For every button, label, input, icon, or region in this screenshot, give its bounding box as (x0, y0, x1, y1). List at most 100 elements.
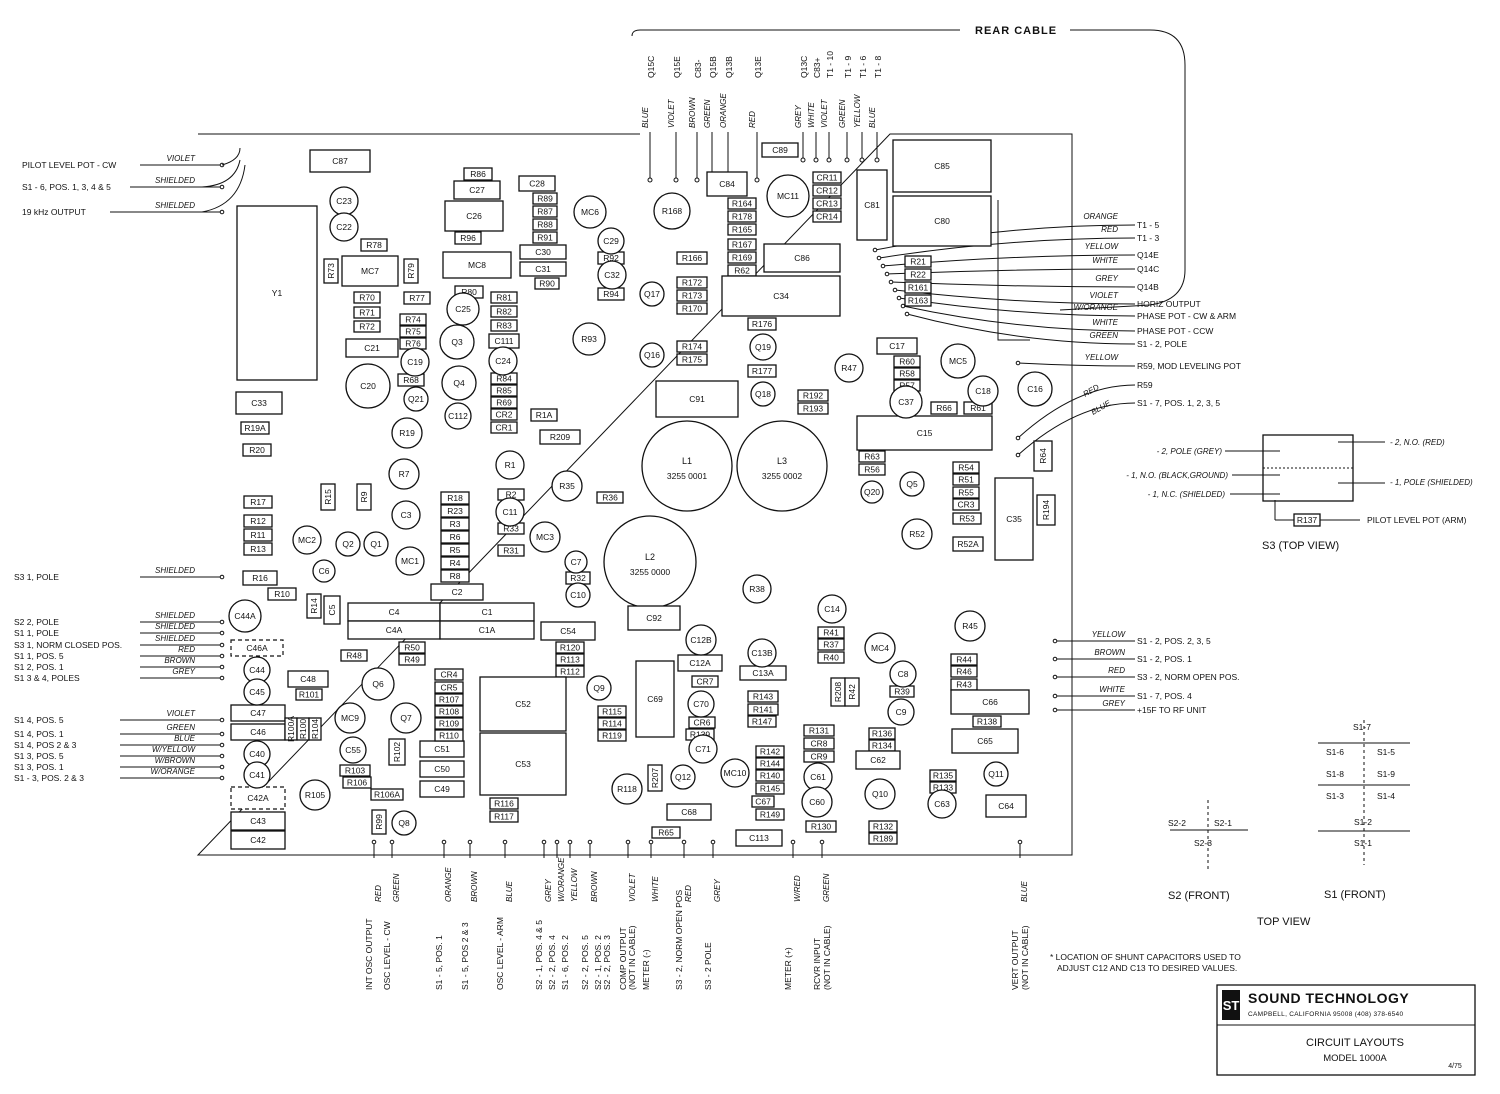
component-r170: R170 (676, 302, 708, 315)
svg-text:R209: R209 (550, 432, 571, 442)
svg-text:C15: C15 (917, 428, 933, 438)
svg-text:R13: R13 (250, 544, 266, 554)
svg-text:R23: R23 (447, 506, 463, 516)
svg-text:T1 - 10: T1 - 10 (825, 51, 835, 78)
svg-text:SHIELDED: SHIELDED (155, 634, 195, 643)
svg-text:C11: C11 (503, 507, 518, 517)
component-c11: C11 (495, 497, 525, 527)
svg-text:R132: R132 (873, 822, 894, 832)
svg-text:C4: C4 (389, 607, 400, 617)
component-r86: R86 (463, 167, 493, 181)
svg-text:MODEL 1000A: MODEL 1000A (1323, 1053, 1387, 1064)
svg-text:R194: R194 (1041, 500, 1051, 521)
svg-text:S1 - 5, POS. 1: S1 - 5, POS. 1 (434, 935, 444, 990)
svg-text:- 1, POLE (SHIELDED): - 1, POLE (SHIELDED) (1390, 478, 1473, 487)
svg-text:C23: C23 (336, 196, 352, 206)
svg-text:R106A: R106A (374, 790, 400, 800)
svg-text:C30: C30 (535, 247, 551, 257)
svg-text:R17: R17 (250, 497, 266, 507)
component-r87: R87 (532, 205, 558, 218)
svg-text:R14: R14 (309, 598, 319, 614)
svg-text:R46: R46 (956, 667, 972, 677)
svg-text:S2 - 1, POS. 4 & 5: S2 - 1, POS. 4 & 5 (534, 920, 544, 990)
svg-text:Q5: Q5 (906, 479, 918, 489)
component-c19: C19 (400, 347, 430, 377)
svg-text:R51: R51 (958, 475, 974, 485)
svg-text:CR6: CR6 (693, 718, 710, 728)
svg-text:MC2: MC2 (298, 535, 316, 545)
svg-text:Q18: Q18 (755, 389, 771, 399)
svg-text:S3 1, NORM CLOSED POS.: S3 1, NORM CLOSED POS. (14, 640, 122, 650)
svg-text:C112: C112 (448, 411, 468, 421)
svg-text:- 2, N.O. (RED): - 2, N.O. (RED) (1390, 438, 1445, 447)
svg-text:Q4: Q4 (453, 378, 465, 388)
svg-text:S2 (FRONT): S2 (FRONT) (1168, 890, 1230, 902)
s1-switch: S1-7 S1-6 S1-5 S1-8 S1-9 S1-3 S1-4 S1-2 … (1318, 720, 1410, 901)
svg-text:R49: R49 (404, 655, 420, 665)
svg-text:R83: R83 (496, 321, 512, 331)
right-wire-s3-2-norm-open-pos: S3 - 2, NORM OPEN POS.RED (1052, 666, 1240, 682)
component-r32: R32 (565, 571, 591, 585)
component-r106: R106 (342, 776, 372, 789)
svg-text:R139: R139 (690, 730, 711, 740)
svg-text:C89: C89 (772, 145, 788, 155)
component-c81: C81 (856, 169, 888, 241)
svg-text:R149: R149 (760, 810, 781, 820)
svg-text:CR13: CR13 (816, 199, 838, 209)
svg-text:C12A: C12A (689, 658, 711, 668)
svg-text:C3: C3 (401, 510, 412, 520)
svg-text:Q8: Q8 (398, 818, 410, 828)
bottom-wire-not-in-cable: (NOT IN CABLE) (822, 925, 832, 990)
svg-text:R32: R32 (570, 573, 586, 583)
svg-text:BLUE: BLUE (1090, 398, 1113, 417)
svg-text:R103: R103 (345, 766, 366, 776)
component-r141: R141 (747, 703, 779, 716)
svg-text:WHITE: WHITE (651, 876, 660, 902)
svg-text:R192: R192 (803, 391, 824, 401)
svg-text:R41: R41 (823, 628, 839, 638)
svg-text:GREY: GREY (713, 879, 722, 902)
component-c17: C17 (876, 337, 918, 355)
component-r7: R7 (388, 458, 420, 490)
svg-text:R94: R94 (603, 289, 619, 299)
svg-text:MC8: MC8 (468, 260, 486, 270)
component-r17: R17 (243, 495, 273, 509)
svg-text:CR11: CR11 (816, 173, 837, 183)
svg-text:S1-7: S1-7 (1353, 722, 1371, 732)
component-r78: R78 (360, 238, 388, 252)
svg-text:R31: R31 (503, 546, 519, 556)
svg-text:WHITE: WHITE (1099, 685, 1125, 694)
svg-text:R75: R75 (405, 327, 421, 337)
svg-text:C6: C6 (319, 566, 330, 576)
component-c71: C71 (688, 734, 718, 764)
svg-text:R3: R3 (450, 519, 461, 529)
svg-text:R165: R165 (732, 225, 753, 235)
component-c33: C33 (235, 391, 283, 415)
svg-text:R35: R35 (559, 481, 575, 491)
svg-text:WHITE: WHITE (807, 102, 816, 128)
svg-text:R39: R39 (894, 687, 910, 697)
svg-text:(NOT IN CABLE): (NOT IN CABLE) (1020, 925, 1030, 990)
svg-text:R43: R43 (956, 680, 972, 690)
svg-text:S1 - 7, POS. 4: S1 - 7, POS. 4 (1137, 691, 1192, 701)
svg-text:W/YELLOW: W/YELLOW (152, 745, 197, 754)
bottom-wire-not-in-cable: (NOT IN CABLE) (627, 925, 637, 990)
svg-text:Q16: Q16 (644, 350, 660, 360)
component-c13b: C13B (747, 638, 777, 668)
svg-text:C60: C60 (809, 797, 825, 807)
svg-text:C48: C48 (300, 674, 316, 684)
svg-text:CR8: CR8 (810, 739, 827, 749)
svg-text:R168: R168 (662, 206, 683, 216)
component-r21: R21 (904, 255, 932, 268)
svg-text:S2-2: S2-2 (1168, 818, 1186, 828)
component-cr8: CR8 (803, 737, 835, 750)
svg-text:S1 1, POLE: S1 1, POLE (14, 628, 59, 638)
component-c12a: C12A (677, 654, 723, 672)
